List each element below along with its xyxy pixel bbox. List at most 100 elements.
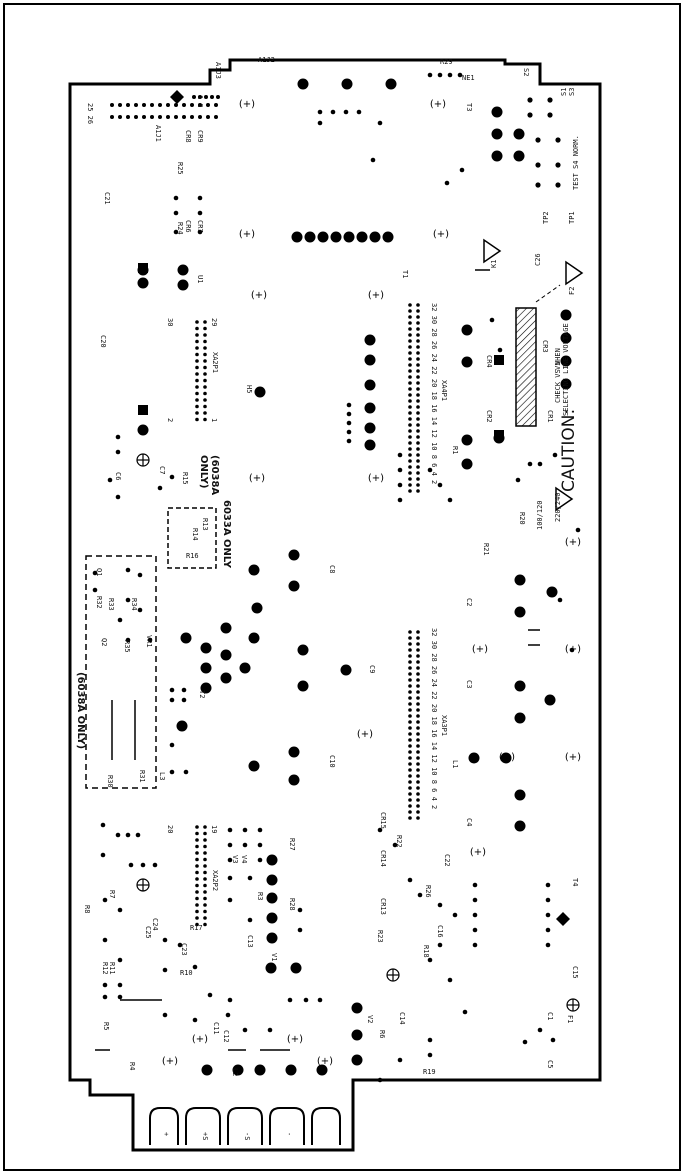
ref-v5: V5 bbox=[554, 362, 562, 370]
ref-c22: C22 bbox=[443, 854, 451, 867]
note-6033a-only: 6033A ONLY bbox=[221, 500, 232, 569]
ref-v1: V1 bbox=[270, 953, 278, 961]
svg-text:(+): (+) bbox=[430, 99, 446, 110]
note-6038a-only-line2: ONLY) bbox=[198, 455, 209, 489]
ref-s1: S1 bbox=[560, 88, 568, 96]
note-6038a-only: (6038A ONLY) bbox=[75, 672, 86, 749]
ref-r4: R4 bbox=[128, 1062, 136, 1070]
ref-v3: V3 bbox=[231, 855, 239, 863]
connector-xa3p1: XA3P1 bbox=[440, 715, 448, 736]
warning-triangle-icon bbox=[483, 238, 584, 512]
ref-r34: R34 bbox=[130, 598, 138, 611]
ref-f2: F2 bbox=[568, 287, 576, 295]
ref-r27: R27 bbox=[288, 838, 296, 851]
ref-c2: C2 bbox=[465, 598, 473, 606]
ref-r32: R32 bbox=[95, 596, 103, 609]
ref-k1: K1 bbox=[490, 260, 498, 268]
ref-s2: S2 bbox=[522, 68, 530, 76]
polarity-mark-group: (+)(+)(+)(+)(+)(+)(+)(+)(+)(+)(+)(+)(+)(… bbox=[162, 99, 581, 1067]
ref-r14: R14 bbox=[191, 528, 199, 541]
ref-q1: Q1 bbox=[95, 568, 103, 576]
ref-r35: R35 bbox=[123, 640, 131, 653]
ref-r18: R18 bbox=[422, 945, 430, 958]
caution-title: CAUTION: bbox=[559, 409, 579, 492]
pin-label-1-2: 1 2 bbox=[196, 95, 204, 108]
ref-cr6: CR6 bbox=[184, 220, 192, 233]
ref-c24: C24 bbox=[151, 918, 159, 931]
ref-l3: L3 bbox=[158, 772, 166, 780]
ref-c23: C23 bbox=[180, 943, 188, 956]
ref-r12: R12 bbox=[101, 962, 109, 975]
svg-text:(+): (+) bbox=[239, 229, 255, 240]
ref-cr4: CR4 bbox=[485, 355, 493, 368]
edge-terminal-label: +S bbox=[201, 1132, 209, 1140]
ref-f1: F1 bbox=[566, 1015, 574, 1023]
ref-r15: R15 bbox=[181, 472, 189, 485]
ref-r20: R20 bbox=[518, 512, 526, 525]
ref-cr8: CR8 bbox=[184, 130, 192, 143]
ref-r26: R26 bbox=[424, 885, 432, 898]
caution-line-2: SELECTING LINE VOLTAGE bbox=[562, 323, 570, 416]
svg-text:(+): (+) bbox=[368, 473, 384, 484]
dashed-region-6038a bbox=[85, 555, 157, 789]
ref-l1: L1 bbox=[451, 760, 459, 768]
ref-r7: R7 bbox=[108, 890, 116, 898]
ref-r30: R30 bbox=[106, 775, 114, 788]
ref-c3: C3 bbox=[465, 680, 473, 688]
ref-t3: T3 bbox=[465, 103, 473, 111]
ref-c25: C25 bbox=[144, 926, 152, 939]
ref-r11: R11 bbox=[108, 962, 116, 975]
connector-a1j3: A1J3 bbox=[214, 62, 222, 79]
svg-text:(+): (+) bbox=[192, 1034, 208, 1045]
edge-connector bbox=[149, 1107, 341, 1145]
ref-cr13: CR13 bbox=[379, 898, 387, 915]
pin-label-1: 1 bbox=[210, 418, 218, 422]
test-norm-label: TEST S4 NORM. bbox=[572, 135, 580, 190]
pin-label-25-26: 25 26 bbox=[86, 103, 94, 124]
ref-r24: R24 bbox=[176, 222, 184, 235]
connector-a1j1: A1J1 bbox=[154, 125, 162, 142]
ref-c5: C5 bbox=[546, 1060, 554, 1068]
ref-r21: R21 bbox=[482, 543, 490, 556]
ref-c14: C14 bbox=[398, 1012, 406, 1025]
svg-text:(+): (+) bbox=[499, 752, 515, 763]
ref-t1: T1 bbox=[401, 270, 409, 278]
ref-c9: C9 bbox=[368, 665, 376, 673]
voltage-220-240-label: 220/240 bbox=[554, 492, 562, 522]
connector-xa2p2: XA2P2 bbox=[211, 870, 219, 891]
ref-c16: C16 bbox=[436, 925, 444, 938]
connector-a1j2: A1J2 bbox=[258, 56, 275, 64]
ref-r28: R28 bbox=[288, 898, 296, 911]
ref-c4: C4 bbox=[465, 818, 473, 826]
ref-c15: C15 bbox=[571, 966, 579, 979]
pin-numbers-xa3p1: 32 30 28 26 24 22 20 18 16 14 12 10 8 6 … bbox=[430, 628, 438, 809]
svg-text:(+): (+) bbox=[565, 644, 581, 655]
ref-u1: U1 bbox=[196, 275, 204, 283]
ref-t2: T2 bbox=[198, 690, 206, 698]
ref-c12: C12 bbox=[222, 1030, 230, 1043]
voltage-selector-switch bbox=[515, 307, 537, 427]
ref-r8: R8 bbox=[83, 905, 91, 913]
connector-xa4p1: XA4P1 bbox=[440, 380, 448, 401]
keying-marker bbox=[556, 912, 570, 926]
ref-tp1: TP1 bbox=[568, 211, 576, 224]
keying-marker bbox=[170, 90, 184, 104]
ref-vr1: VR1 bbox=[145, 635, 153, 648]
ref-c6: C6 bbox=[114, 472, 122, 480]
ref-c26: C26 bbox=[534, 253, 542, 266]
ref-r10: R10 bbox=[180, 969, 193, 977]
svg-text:(+): (+) bbox=[472, 644, 488, 655]
ref-r16: R16 bbox=[186, 552, 199, 560]
ref-c21: C21 bbox=[103, 192, 111, 205]
ref-r13: R13 bbox=[201, 518, 209, 531]
svg-text:(+): (+) bbox=[357, 729, 373, 740]
selector-leader-line bbox=[535, 284, 561, 303]
pin-label-20: 20 bbox=[166, 825, 174, 833]
ground-symbol-icon bbox=[136, 453, 580, 1012]
ref-cr7: CR7 bbox=[196, 220, 204, 233]
svg-text:(+): (+) bbox=[251, 290, 267, 301]
edge-terminal-label: + bbox=[162, 1132, 170, 1136]
ref-l2: L2 bbox=[231, 1068, 239, 1076]
